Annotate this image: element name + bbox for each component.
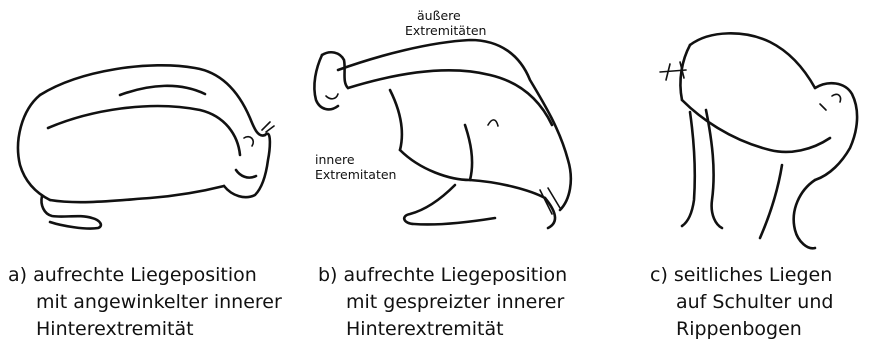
caption-c-line-1: c) seitliches Liegen — [650, 262, 833, 289]
figure-b-cow-outline — [314, 40, 570, 228]
caption-c-line-2: auf Schulter und — [650, 289, 833, 316]
annotation-outer-line-2: Extremitäten — [405, 23, 486, 38]
annotation-inner-line-1: innere — [315, 152, 396, 167]
figure-c-cow-outline — [660, 33, 857, 248]
annotation-outer-line-1: äußere — [405, 8, 486, 23]
caption-c-line-3: Rippenbogen — [650, 316, 833, 343]
caption-a-line-1: a) aufrechte Liegeposition — [8, 262, 282, 289]
annotation-inner-line-2: Extremitaten — [315, 167, 396, 182]
caption-a-line-2: mit angewinkelter innerer — [8, 289, 282, 316]
caption-b-line-2: mit gespreizter innerer — [318, 289, 567, 316]
caption-b-line-3: Hinterextremität — [318, 316, 567, 343]
annotation-outer-extremities: äußere Extremitäten — [405, 8, 486, 38]
caption-c: c) seitliches Liegen auf Schulter und Ri… — [650, 262, 833, 343]
caption-b: b) aufrechte Liegeposition mit gespreizt… — [318, 262, 567, 343]
caption-a: a) aufrechte Liegeposition mit angewinke… — [8, 262, 282, 343]
caption-b-line-1: b) aufrechte Liegeposition — [318, 262, 567, 289]
figure-a-cow-outline — [18, 65, 274, 228]
annotation-inner-extremities: innere Extremitaten — [315, 152, 396, 182]
caption-a-line-3: Hinterextremität — [8, 316, 282, 343]
